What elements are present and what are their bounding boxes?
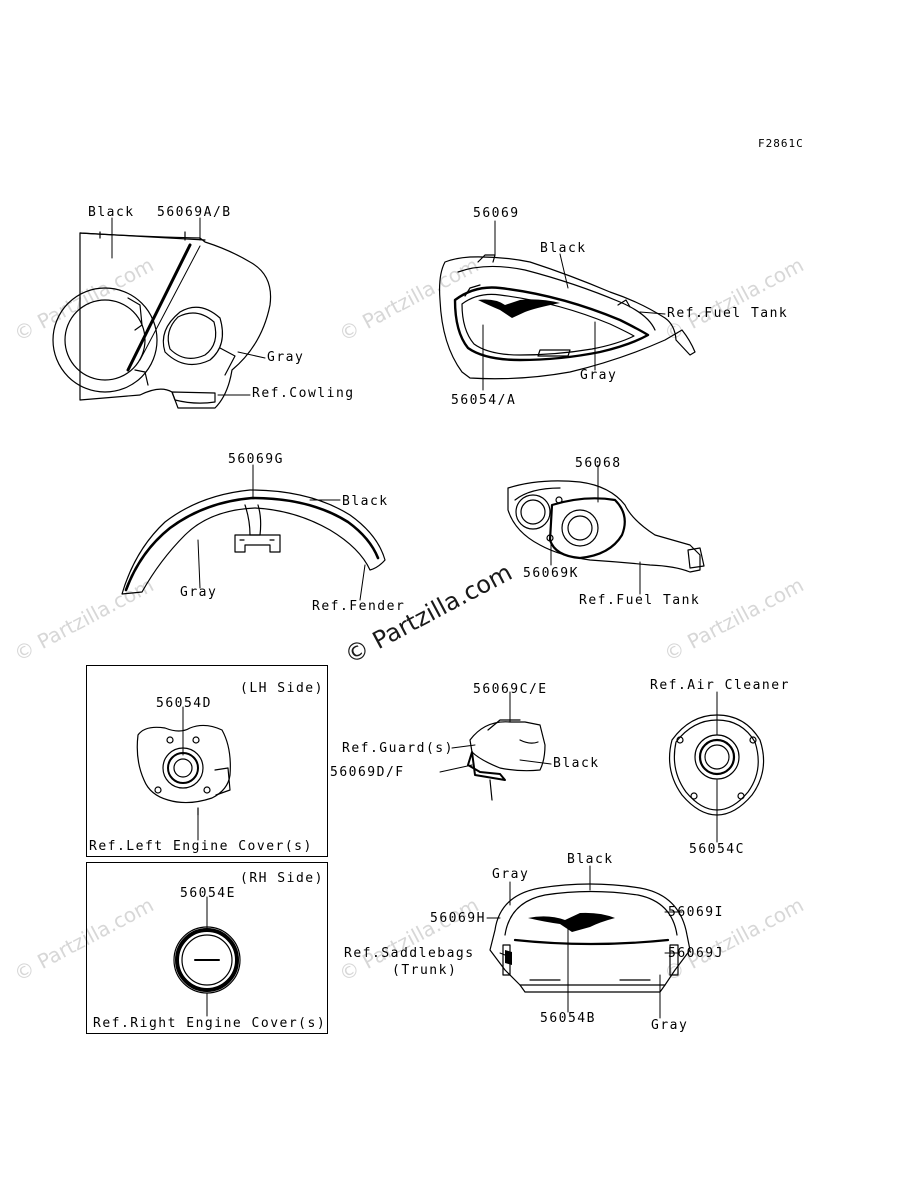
trunk-gray-bottom-label: Gray: [651, 1018, 689, 1033]
guard-sub-label: 56069D/F: [330, 765, 405, 780]
left-cover-part-label: 56054D: [156, 696, 212, 711]
fender-gray-label: Gray: [180, 585, 218, 600]
leader-lines: [111, 217, 718, 1019]
guard-ref-label: Ref.Guard(s): [342, 741, 454, 756]
left-cover-ref-label: Ref.Left Engine Cover(s): [89, 839, 313, 854]
fender-ref-label: Ref.Fender: [312, 599, 406, 614]
tank-underside-part-label: 56068: [575, 456, 622, 471]
fender-black-label: Black: [342, 494, 389, 509]
trunk-drawing: [489, 883, 691, 993]
tank-underside-drawing: [507, 480, 705, 573]
right-engine-cover-box: [86, 862, 328, 1034]
cowling-black-label: Black: [88, 205, 135, 220]
guard-drawing: [467, 719, 546, 801]
guard-part-label: 56069C/E: [473, 682, 548, 697]
cowling-drawing: [52, 231, 272, 409]
trunk-right-part2-label: 56069J: [668, 946, 724, 961]
air-cleaner-part-label: 56054C: [689, 842, 745, 857]
tank-black-label: Black: [540, 241, 587, 256]
trunk-ref2-label: (Trunk): [392, 963, 458, 978]
cowling-ref-label: Ref.Cowling: [252, 386, 355, 401]
guard-black-label: Black: [553, 756, 600, 771]
tank-gray-label: Gray: [580, 368, 618, 383]
right-engine-cover-drawing: [173, 926, 241, 994]
fender-part-label: 56069G: [228, 452, 284, 467]
diagram-code: F2861C: [758, 137, 804, 150]
tank-emblem-label: 56054/A: [451, 393, 517, 408]
tank-part-label: 56069: [473, 206, 520, 221]
tank-underside-ref-label: Ref.Fuel Tank: [579, 593, 701, 608]
fuel-tank-drawing: [438, 254, 696, 380]
trunk-gray-top-label: Gray: [492, 867, 530, 882]
right-cover-side-label: (RH Side): [240, 871, 324, 886]
left-engine-cover-box: [86, 665, 328, 857]
trunk-left-part-label: 56069H: [430, 911, 486, 926]
trunk-emblem-label: 56054B: [540, 1011, 596, 1026]
air-cleaner-ref-label: Ref.Air Cleaner: [650, 678, 790, 693]
left-engine-cover-drawing: [136, 724, 231, 816]
right-cover-part-label: 56054E: [180, 886, 236, 901]
right-cover-ref-label: Ref.Right Engine Cover(s): [93, 1016, 327, 1031]
left-cover-side-label: (LH Side): [240, 681, 324, 696]
trunk-right-part-label: 56069I: [668, 905, 724, 920]
fender-drawing: [121, 489, 386, 595]
cowling-part-label: 56069A/B: [157, 205, 232, 220]
tank-underside-sub-label: 56069K: [523, 566, 579, 581]
trunk-black-label: Black: [567, 852, 614, 867]
trunk-ref-label: Ref.Saddlebags: [344, 946, 475, 961]
tank-ref-label: Ref.Fuel Tank: [667, 306, 789, 321]
cowling-gray-label: Gray: [267, 350, 305, 365]
